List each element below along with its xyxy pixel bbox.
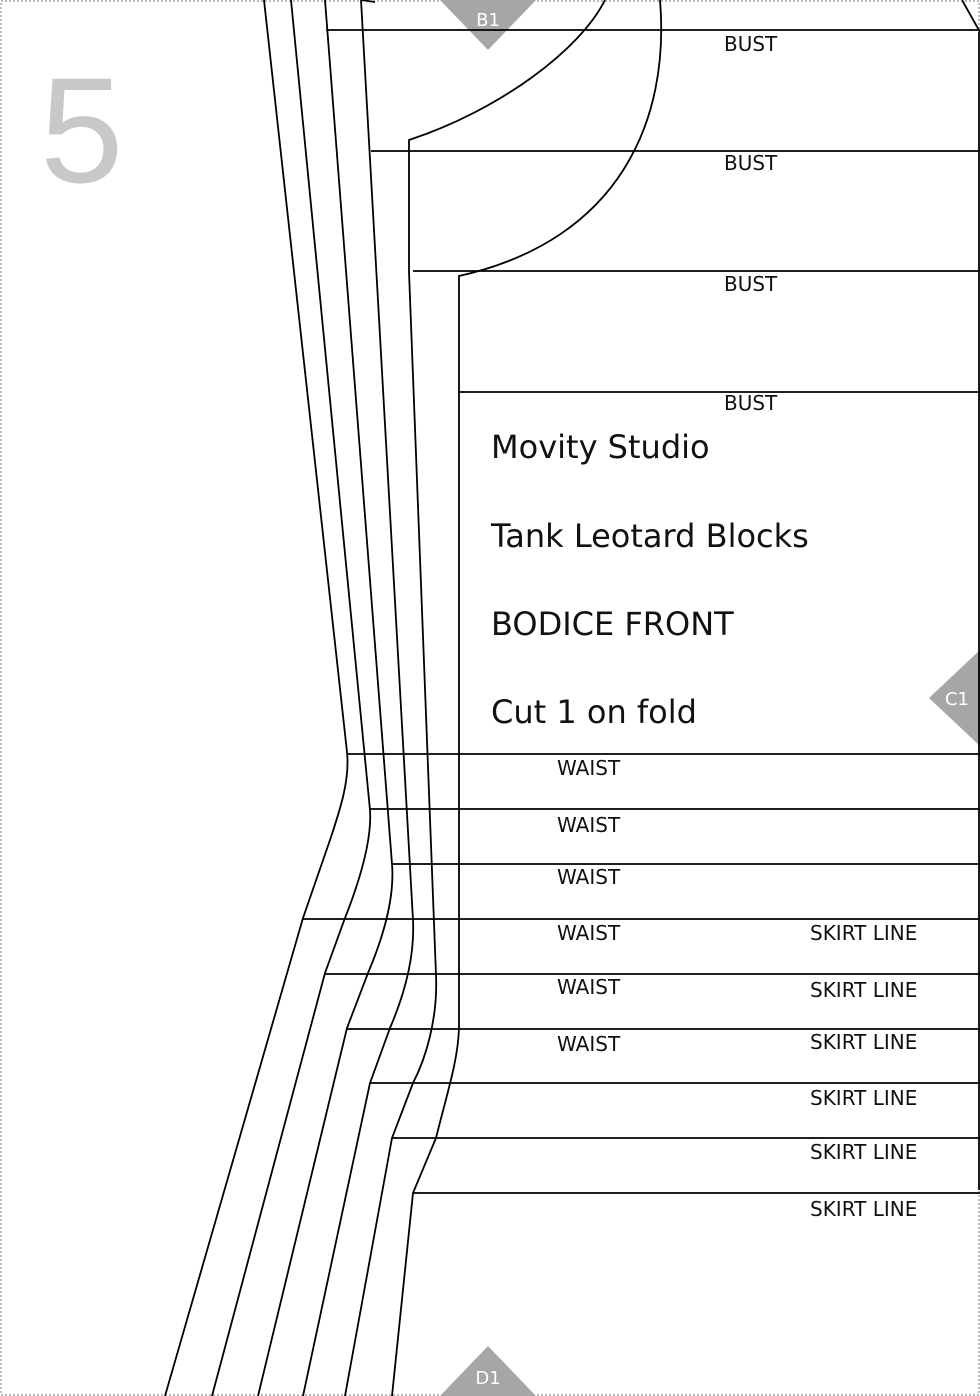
waist-label: WAIST: [557, 975, 621, 999]
marker-right-label: C1: [945, 689, 969, 710]
bust-label: BUST: [724, 391, 778, 415]
cut-instruction: Cut 1 on fold: [491, 693, 697, 731]
bust-label: BUST: [724, 32, 778, 56]
skirt-line-label: SKIRT LINE: [810, 1030, 917, 1054]
pattern-name: Tank Leotard Blocks: [490, 517, 809, 555]
page-number: 5: [40, 46, 123, 214]
bust-label: BUST: [724, 272, 778, 296]
side-seam: [302, 0, 415, 1396]
skirt-line-label: SKIRT LINE: [810, 1086, 917, 1110]
skirt-line-label: SKIRT LINE: [810, 1197, 917, 1221]
skirt-line-label: SKIRT LINE: [810, 921, 917, 945]
marker-bottom: D1: [440, 1346, 536, 1396]
waist-label: WAIST: [557, 756, 621, 780]
marker-right: C1: [929, 650, 980, 746]
waist-label: WAIST: [557, 865, 621, 889]
piece-name: BODICE FRONT: [491, 605, 734, 643]
marker-right-triangle: [929, 650, 980, 746]
armhole-curve: [458, 0, 663, 1028]
side-seam-tick: [360, 0, 376, 3]
marker-top: B1: [440, 0, 536, 50]
marker-bottom-triangle: [440, 1346, 536, 1396]
skirt-line-label: SKIRT LINE: [810, 1140, 917, 1164]
side-seam: [211, 0, 372, 1396]
armhole-curve: [408, 0, 606, 272]
studio-name: Movity Studio: [491, 428, 710, 466]
side-seam: [164, 0, 349, 1396]
marker-top-label: B1: [476, 10, 500, 31]
waist-label: WAIST: [557, 921, 621, 945]
skirt-line-label: SKIRT LINE: [810, 978, 917, 1002]
marker-bottom-label: D1: [475, 1368, 500, 1389]
waist-label: WAIST: [557, 813, 621, 837]
marker-top-triangle: [440, 0, 536, 50]
side-seam: [257, 0, 394, 1396]
edge-line: [961, 0, 980, 33]
waist-label: WAIST: [557, 1032, 621, 1056]
bust-label: BUST: [724, 151, 778, 175]
